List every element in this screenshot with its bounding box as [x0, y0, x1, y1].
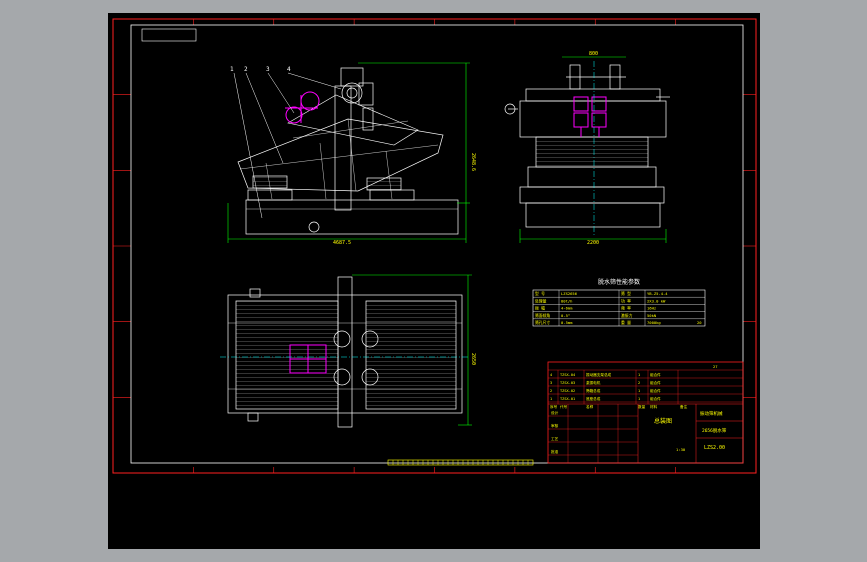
- parts-list-cell: 组合件: [650, 372, 661, 377]
- parts-list-cell: 2: [550, 389, 552, 393]
- drawing-number: LZS2.00: [704, 445, 725, 451]
- inner-border: [130, 24, 744, 464]
- motor-end-view: [573, 96, 607, 137]
- parts-list-cell: TZSX-01: [560, 397, 575, 401]
- parts-list-header: 名称: [586, 404, 594, 409]
- parameter-cell: 2X3.0 kW: [647, 298, 666, 303]
- parts-list-cell: 组合件: [650, 388, 661, 393]
- parts-list-cell: 组合件: [650, 396, 661, 401]
- cad-drawing-sheet: 1 2 3 4 4687.5 2648.6: [112, 18, 757, 474]
- parts-list-cell: 2: [638, 381, 640, 385]
- part-number: 4: [287, 66, 291, 73]
- parts-list-cell: 振动器支架总成: [586, 372, 612, 377]
- corner-tab: [141, 28, 197, 42]
- parts-list-cell: 底座总成: [586, 396, 601, 401]
- parameter-cell: 20: [697, 320, 702, 325]
- dim-top-label: 800: [589, 51, 598, 57]
- parts-list-cell: 1: [638, 373, 640, 377]
- parameter-cell: 振 幅: [535, 306, 545, 311]
- plan-view: [227, 276, 463, 428]
- parameter-cell: 型 号: [535, 291, 545, 296]
- side-view: [237, 67, 459, 235]
- parts-list-cell: 1: [638, 389, 640, 393]
- outer-frame: [112, 18, 757, 474]
- parts-list-cell: 1: [638, 397, 640, 401]
- parts-list-header: 材料: [650, 404, 658, 409]
- parts-list-cell: 激振电机: [586, 380, 601, 385]
- dim-width-label: 4687.5: [333, 240, 351, 246]
- side-dimensions: [227, 62, 470, 243]
- parameter-cell: 80t/h: [561, 298, 572, 303]
- frame-zone-ticks: [113, 19, 756, 473]
- parts-list-cell: 组合件: [650, 380, 661, 385]
- end-view: [504, 64, 670, 228]
- part-number-labels: 1 2 3 4: [230, 66, 291, 73]
- parts-list-cell: 3: [550, 381, 552, 385]
- part-number: 2: [244, 66, 248, 73]
- parameter-cell: 重 量: [621, 320, 631, 325]
- vibration-motor-side: [285, 91, 320, 124]
- parameter-cell: 0-5°: [561, 313, 570, 318]
- plan-dimensions: [352, 274, 472, 426]
- dim-height-label: 2648.6: [470, 153, 476, 171]
- parameter-cell: 16Hz: [647, 306, 656, 311]
- dim-bottom-label: 2200: [587, 240, 599, 246]
- part-number: 1: [230, 66, 234, 73]
- scale-bar: [387, 459, 534, 466]
- sheet-number: 27: [713, 364, 718, 369]
- parts-list-cell: 4: [550, 373, 552, 377]
- parameter-cell: 处理量: [535, 298, 547, 303]
- parts-list-cell: 筛箱总成: [586, 388, 601, 393]
- sign-row-label: 设计: [551, 410, 559, 415]
- product-name: 2656脱水筛: [702, 427, 727, 434]
- sign-row-label: 审核: [551, 423, 559, 428]
- parameter-cell: 筛孔尺寸: [535, 320, 550, 325]
- assembly-label: 总装图: [654, 417, 672, 425]
- company-name: 振动筛机械: [700, 410, 723, 417]
- parameter-cell: 0.5mm: [561, 320, 573, 325]
- parameter-cell: 激振力: [621, 313, 633, 318]
- part-number: 3: [266, 66, 270, 73]
- parameter-cell: 筛 型: [621, 291, 631, 296]
- parts-list-header: 序号: [550, 404, 558, 409]
- scale: 1:30: [676, 447, 686, 452]
- parts-list-header: 备注: [680, 404, 688, 409]
- part-leaders: [233, 72, 342, 219]
- dim-plan-label: 2650: [470, 353, 476, 365]
- end-dimensions: [519, 56, 667, 243]
- sign-row-label: 批准: [551, 449, 559, 454]
- parts-list-cell: TZSX-04: [560, 373, 575, 377]
- parts-list-header: 数量: [638, 404, 646, 409]
- parameter-cell: LZS2656: [561, 291, 578, 296]
- parts-list-cell: TZSX-03: [560, 381, 575, 385]
- drawing-viewport[interactable]: 1 2 3 4 4687.5 2648.6: [108, 13, 760, 549]
- parameter-cell: 4-6mm: [561, 306, 573, 311]
- parameter-cell: 50kN: [647, 313, 657, 318]
- parts-list-cell: TZSX-02: [560, 389, 575, 393]
- parameter-cell: 功 率: [621, 298, 631, 303]
- parameter-cell: YB-Z5-4-4: [647, 291, 668, 296]
- parameter-cell: 7000kg: [647, 320, 661, 325]
- parameter-cell: 频 率: [621, 306, 631, 311]
- parameter-cell: 筛面倾角: [535, 313, 550, 318]
- parameters-table-title: 脱水筛性能参数: [598, 278, 640, 286]
- motor-plan-view: [289, 344, 327, 374]
- parameters-table: 脱水筛性能参数 型 号 LZS2656 筛 型 YB-Z5-4-4 处理量 80t/h 功 …: [532, 278, 706, 327]
- parts-list-header: 代号: [560, 404, 568, 409]
- parts-list-cell: 1: [550, 397, 552, 401]
- sign-row-label: 工艺: [551, 436, 559, 441]
